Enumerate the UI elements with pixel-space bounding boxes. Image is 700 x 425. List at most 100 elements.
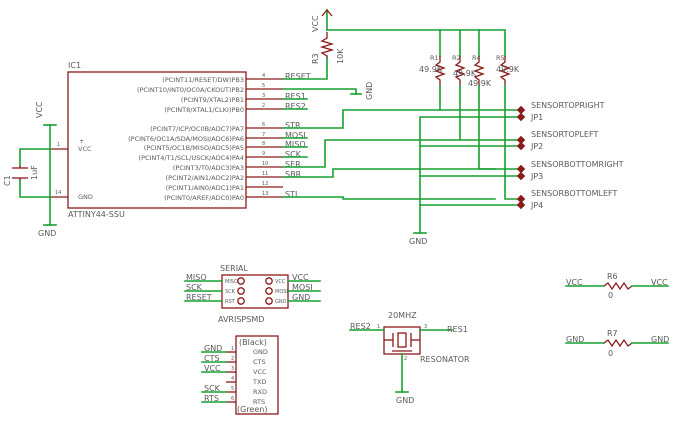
svg-text:JP4: JP4 bbox=[530, 201, 543, 210]
svg-text:2: 2 bbox=[231, 356, 234, 362]
resonator-name: RESONATOR bbox=[420, 355, 470, 364]
net-sck: SCK bbox=[285, 150, 302, 159]
svg-text:4: 4 bbox=[262, 73, 265, 79]
svg-text:VCC: VCC bbox=[292, 273, 309, 282]
vcc-left-label: VCC bbox=[35, 101, 44, 118]
svg-text:VCC: VCC bbox=[275, 279, 286, 285]
svg-text:MOSI: MOSI bbox=[275, 289, 288, 295]
net-miso: MISO bbox=[285, 140, 306, 149]
svg-text:MOSI: MOSI bbox=[292, 283, 313, 292]
ic1-pin-pa5: (PCINT5/OC1B/MISO/ADC5)PA5 8 bbox=[144, 141, 283, 152]
svg-text:GND: GND bbox=[396, 396, 414, 405]
svg-text:11: 11 bbox=[262, 171, 268, 177]
svg-text:13: 13 bbox=[262, 191, 268, 197]
resistor-r3[interactable]: R3 10K bbox=[311, 32, 345, 64]
svg-text:RST: RST bbox=[225, 299, 236, 305]
r-pullup-3-name: R4 bbox=[472, 54, 481, 62]
ftdi-bottom-label: (Green) bbox=[237, 405, 267, 414]
ic1-net-labels: RESET RES1 RES2 STR MOSI MISO SCK SER SB… bbox=[285, 72, 311, 199]
svg-text:0: 0 bbox=[608, 349, 613, 358]
svg-text:(PCINT5/OC1B/MISO/ADC5)PA5: (PCINT5/OC1B/MISO/ADC5)PA5 bbox=[144, 144, 244, 152]
svg-text:R6: R6 bbox=[607, 272, 618, 281]
svg-text:SCK: SCK bbox=[186, 283, 203, 292]
svg-text:MISO: MISO bbox=[186, 273, 207, 282]
net-str: STR bbox=[285, 121, 301, 130]
svg-text:(PCINT1/AIN0/ADC1)PA1: (PCINT1/AIN0/ADC1)PA1 bbox=[166, 184, 244, 192]
capacitor-c1[interactable]: C1 1uF bbox=[3, 165, 39, 186]
vcc-top-label: VCC bbox=[311, 15, 320, 32]
r3-name: R3 bbox=[311, 53, 320, 64]
vcc-top: VCC bbox=[311, 8, 506, 57]
ic1-pin-pa7: (PCINT7/ICP/OC0B/ADC7)PA7 6 bbox=[150, 122, 283, 133]
svg-text:1: 1 bbox=[377, 324, 380, 330]
svg-text:GND: GND bbox=[651, 335, 669, 344]
r-pullup-4-name: R5 bbox=[496, 54, 505, 62]
ic1-wires bbox=[282, 57, 496, 200]
sensor-wires: GND bbox=[409, 85, 521, 246]
resonator[interactable]: 20MHZ RESONATOR 1 3 2 bbox=[377, 311, 470, 364]
sensor-connectors[interactable]: SENSORTOPRIGHT JP1 SENSORTOPLEFT JP2 SEN… bbox=[516, 101, 624, 210]
svg-text:3: 3 bbox=[262, 93, 265, 99]
svg-text:8: 8 bbox=[262, 141, 265, 147]
svg-text:(PCINT4/T1/SCL/USCK/ADC4)PA4: (PCINT4/T1/SCL/USCK/ADC4)PA4 bbox=[139, 154, 244, 162]
gnd-mid-label: GND bbox=[365, 82, 374, 100]
svg-text:3: 3 bbox=[231, 366, 234, 372]
r-pullup-1-name: R1 bbox=[430, 54, 439, 62]
r-pullup-2-name: R2 bbox=[452, 54, 461, 62]
ic1-name: IC1 bbox=[68, 61, 81, 70]
r-pullup-3-value: 49.9K bbox=[468, 79, 492, 88]
ic1-pin-pa4: (PCINT4/T1/SCL/USCK/ADC4)PA4 9 bbox=[139, 151, 283, 162]
ic1-pin-pa1: (PCINT1/AIN0/ADC1)PA1 12 bbox=[166, 181, 283, 192]
svg-text:TXD: TXD bbox=[252, 378, 266, 386]
svg-text:2: 2 bbox=[262, 103, 265, 109]
svg-text:12: 12 bbox=[262, 181, 268, 187]
svg-text:RTS: RTS bbox=[204, 394, 219, 403]
svg-text:VCC: VCC bbox=[253, 368, 267, 376]
svg-text:5: 5 bbox=[231, 386, 234, 392]
gnd-sensor-label: GND bbox=[409, 237, 427, 246]
svg-text:1: 1 bbox=[231, 346, 234, 352]
ic1-pin-pb3: (PCINT11/RESET/DW)PB3 4 bbox=[162, 73, 283, 84]
svg-text:6: 6 bbox=[262, 122, 265, 128]
svg-text:(PCINT3/T0/ADC3)PA3: (PCINT3/T0/ADC3)PA3 bbox=[173, 164, 244, 172]
svg-text:5: 5 bbox=[262, 83, 265, 89]
svg-text:(PCINT11/RESET/DW)PB3: (PCINT11/RESET/DW)PB3 bbox=[162, 76, 244, 84]
connector-sensorbottomright: SENSORBOTTOMRIGHT JP3 bbox=[516, 160, 624, 181]
svg-text:2: 2 bbox=[404, 356, 407, 362]
resonator-freq: 20MHZ bbox=[388, 311, 417, 320]
gnd-mid: GND bbox=[350, 82, 374, 100]
ic1-attiny44[interactable]: IC1 ATTINY44-SSU VCC GND + 1 14 bbox=[50, 61, 247, 219]
r-pullup-1-value: 49.9K bbox=[419, 65, 443, 74]
net-reset: RESET bbox=[285, 72, 311, 81]
svg-text:(PCINT7/ICP/OC0B/ADC7)PA7: (PCINT7/ICP/OC0B/ADC7)PA7 bbox=[150, 125, 244, 133]
svg-text:3: 3 bbox=[424, 324, 427, 330]
ic1-body bbox=[67, 71, 247, 209]
r-pullup-4-value: 49.9K bbox=[496, 65, 520, 74]
ftdi-header[interactable]: (Black) (Green) GND CTS VCC TXD RXD RTS … bbox=[226, 335, 279, 415]
svg-text:SENSORTOPRIGHT: SENSORTOPRIGHT bbox=[531, 101, 605, 110]
avrisp-header[interactable]: SERIAL AVRISPSMD MISO SCK RST VCC MOSI G… bbox=[218, 264, 289, 324]
ftdi-wires: GND CTS VCC SCK RTS bbox=[201, 344, 227, 403]
svg-text:SCK: SCK bbox=[204, 384, 221, 393]
svg-text:JP2: JP2 bbox=[530, 142, 543, 151]
pullup-resistors[interactable]: R1 R2 R4 R5 49.9K 49.9K 49.9K 49.9K bbox=[419, 54, 520, 88]
ftdi-top-label: (Black) bbox=[239, 338, 267, 347]
serial-title: SERIAL bbox=[220, 264, 249, 273]
svg-text:(PCINT8/XTAL1/CLKI)PB0: (PCINT8/XTAL1/CLKI)PB0 bbox=[164, 106, 244, 114]
svg-text:GND: GND bbox=[204, 344, 222, 353]
svg-text:VCC: VCC bbox=[566, 278, 583, 287]
svg-text:9: 9 bbox=[262, 151, 265, 157]
ic1-pin14-num: 14 bbox=[55, 190, 61, 196]
svg-text:RESET: RESET bbox=[186, 293, 212, 302]
svg-text:MISO: MISO bbox=[225, 279, 238, 285]
svg-text:SENSORBOTTOMLEFT: SENSORBOTTOMLEFT bbox=[531, 189, 618, 198]
svg-text:4: 4 bbox=[231, 376, 234, 382]
resistor-r7[interactable]: R7 0 GND GND bbox=[565, 329, 669, 358]
resistor-r6[interactable]: R6 0 VCC VCC bbox=[565, 272, 669, 300]
